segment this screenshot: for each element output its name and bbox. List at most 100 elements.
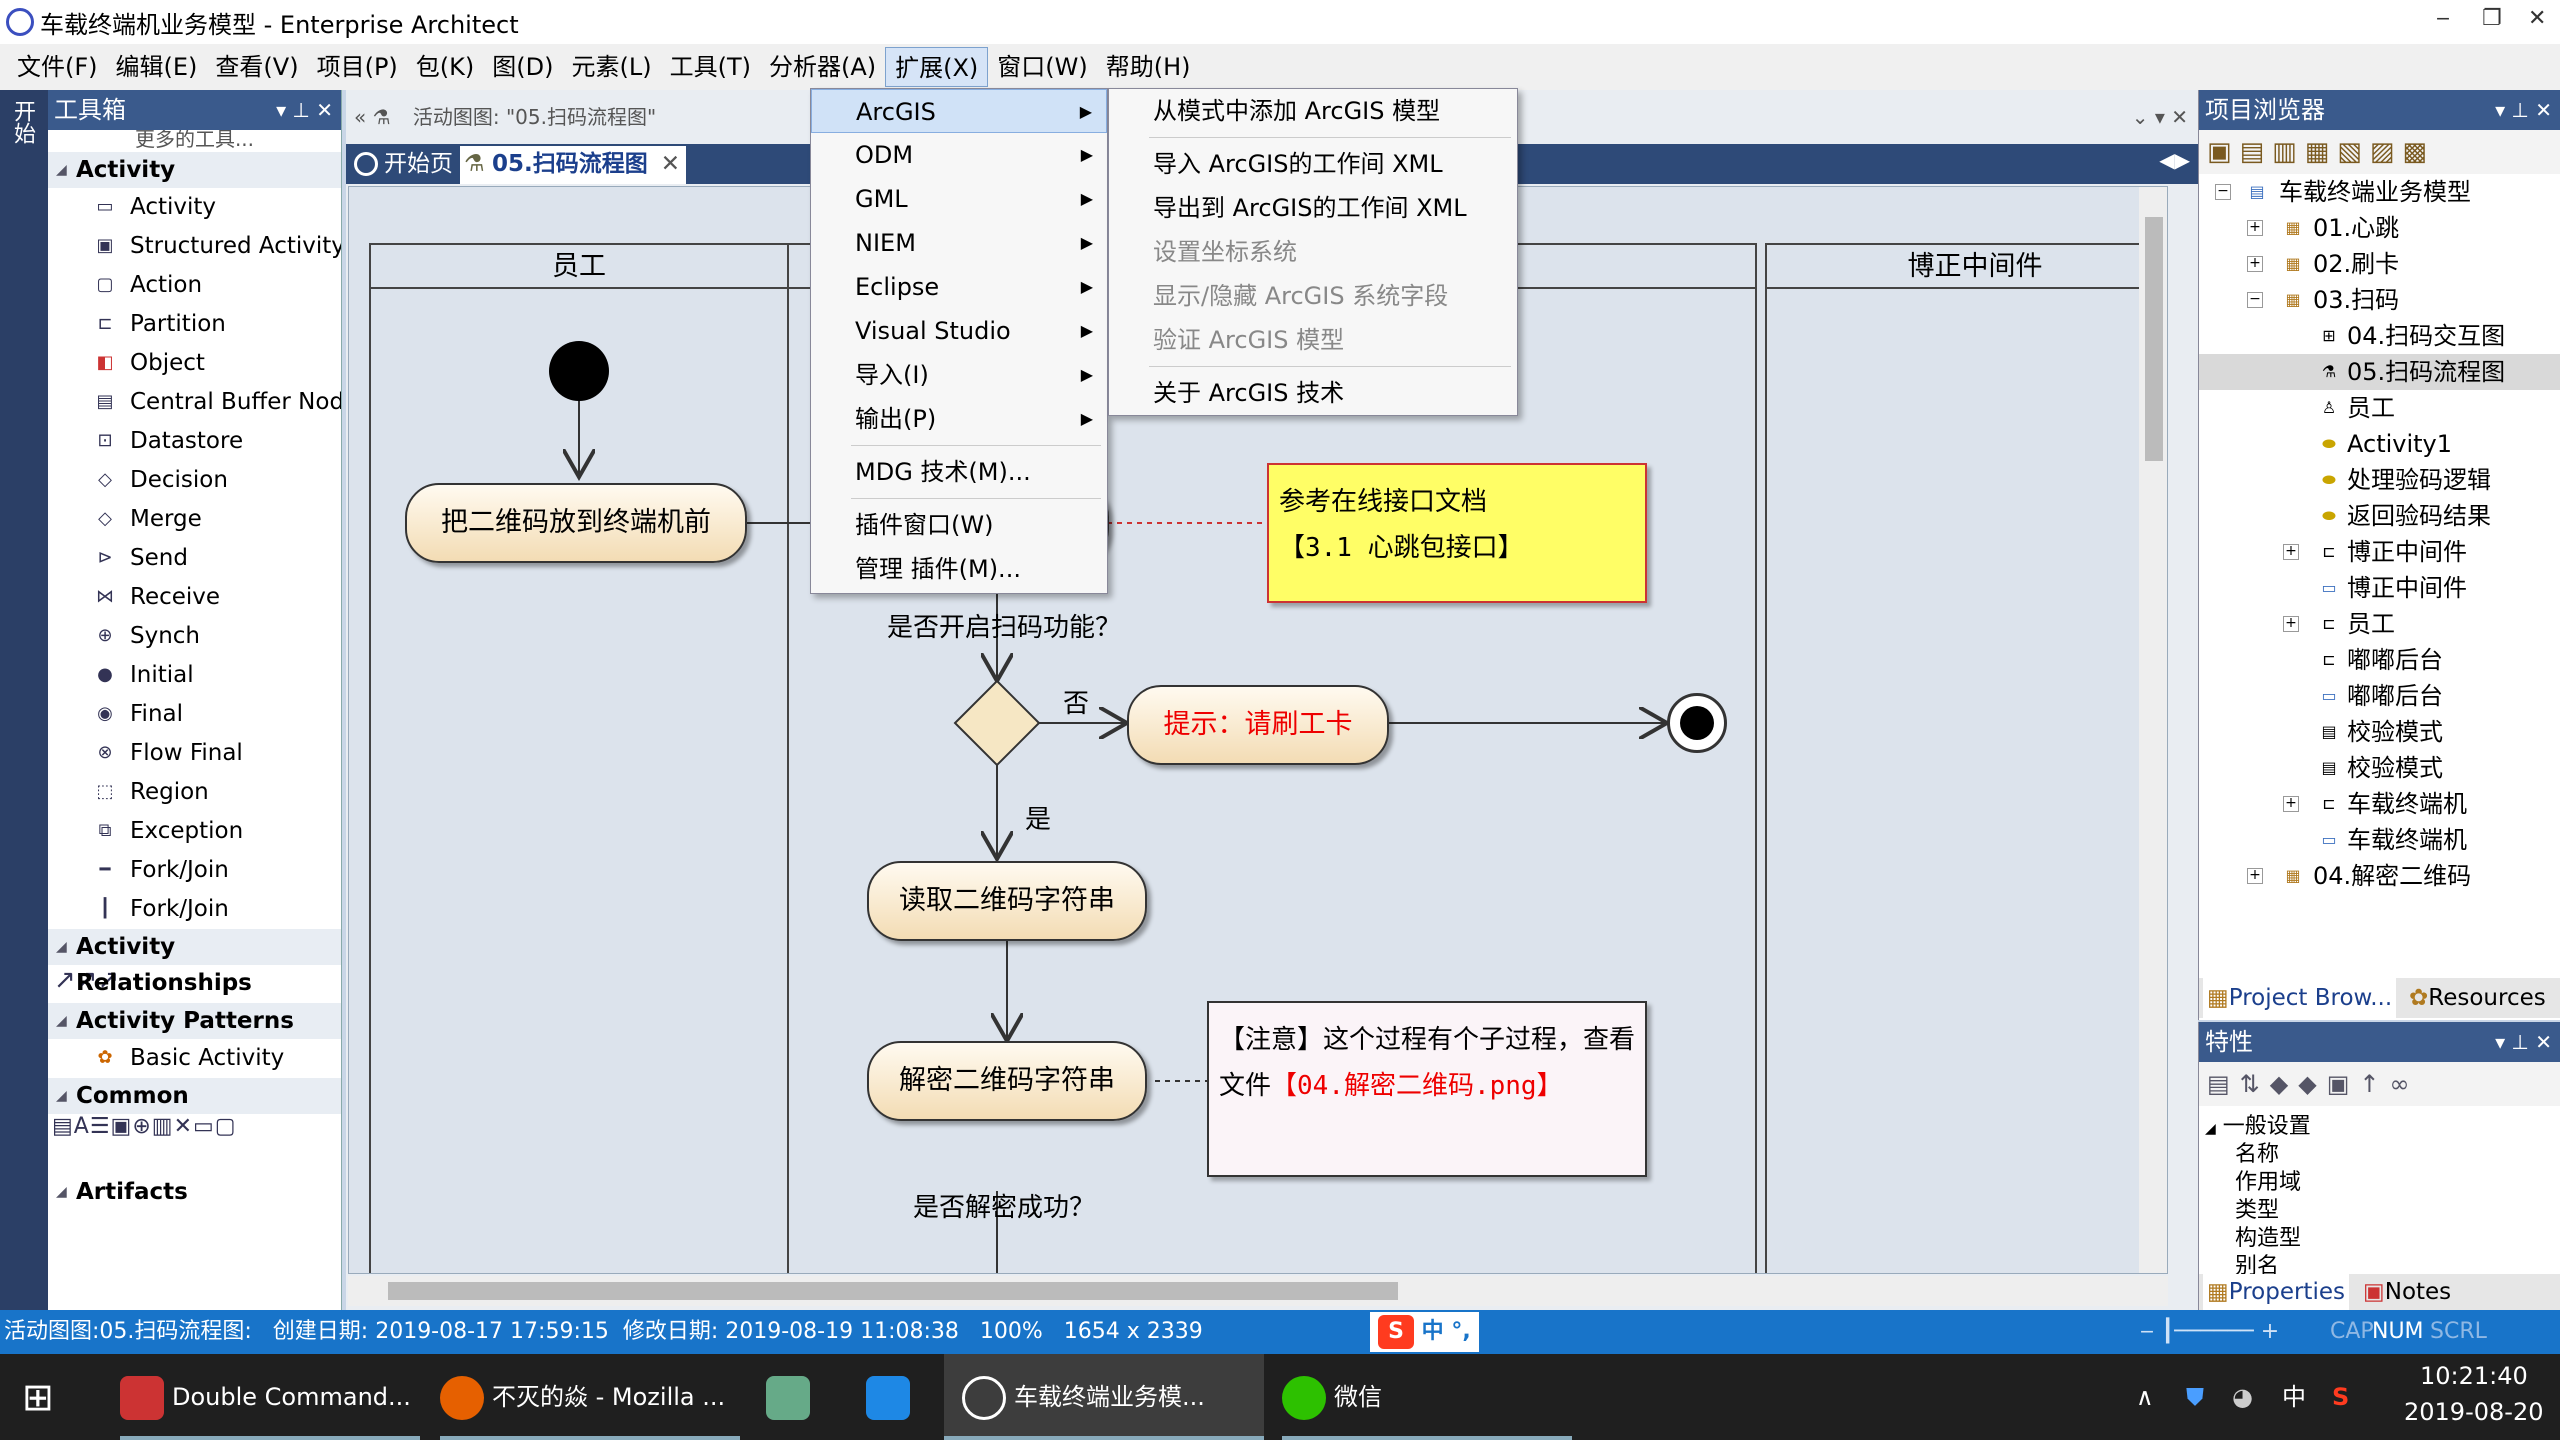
- tab-notes[interactable]: ▣Notes: [2363, 1279, 2452, 1305]
- submenu-item-export-xml[interactable]: 导出到 ArcGIS的工作间 XML: [1153, 194, 1467, 222]
- tray-language[interactable]: 中: [2282, 1383, 2306, 1411]
- ime-indicator[interactable]: S 中 °,: [1370, 1312, 1479, 1352]
- swimlane-bozheng[interactable]: 博正中间件: [1765, 243, 2167, 1273]
- toolbox-section-relationships[interactable]: Activity Relationships: [48, 929, 341, 996]
- menu-edit[interactable]: 编辑(E): [115, 53, 198, 81]
- menu-item-export[interactable]: 输出(P)▶: [811, 397, 1107, 441]
- toolbox-section-activity[interactable]: Activity: [48, 152, 341, 188]
- taskbar-app-wechat[interactable]: 微信: [1282, 1354, 1572, 1440]
- menu-element[interactable]: 元素(L): [571, 53, 652, 81]
- expand-icon[interactable]: +: [2283, 544, 2299, 560]
- expand-icon[interactable]: +: [2283, 616, 2299, 632]
- toolbox-item-structured-activity[interactable]: ▣Structured Activity: [48, 227, 341, 266]
- tree-node-scan[interactable]: −▦03.扫码: [2199, 282, 2560, 318]
- menu-tools[interactable]: 工具(T): [669, 53, 751, 81]
- minimize-button[interactable]: ‒: [2436, 6, 2450, 31]
- start-side-tab[interactable]: 开始: [0, 90, 48, 1310]
- project-browser-toolbar[interactable]: ▣▤▥▦▧▨▩: [2199, 130, 2560, 174]
- tray-overflow-icon[interactable]: ∧: [2136, 1383, 2154, 1411]
- tree-node-employee-partition[interactable]: +⊏员工: [2199, 606, 2560, 642]
- tree-node-scan-flow[interactable]: ⚗05.扫码流程图: [2199, 354, 2560, 390]
- tab-scroll-arrows[interactable]: ◀▶: [2159, 148, 2190, 172]
- scroll-thumb[interactable]: [2145, 217, 2163, 461]
- note-interface-doc[interactable]: 参考在线接口文档 【3.1 心跳包接口】: [1267, 463, 1647, 603]
- tab-resources[interactable]: ✿Resources: [2409, 985, 2546, 1011]
- menu-item-niem[interactable]: NIEM▶: [811, 221, 1107, 265]
- toolbox-item-final[interactable]: ◉Final: [48, 695, 341, 734]
- close-button[interactable]: ✕: [2528, 6, 2547, 31]
- toolbox-item-fork-join-v[interactable]: ┃Fork/Join: [48, 890, 341, 929]
- scroll-thumb[interactable]: [388, 1282, 1398, 1300]
- properties-toolbar[interactable]: ▤⇅◆◆▣↑∞: [2199, 1062, 2560, 1106]
- tree-node-terminal-lifeline[interactable]: ▭车载终端机: [2199, 822, 2560, 858]
- activity-read-qr-string[interactable]: 读取二维码字符串: [867, 861, 1147, 941]
- toolbox-item-send[interactable]: ⊳Send: [48, 539, 341, 578]
- toolbox-item-exception[interactable]: ⧉Exception: [48, 812, 341, 851]
- menu-item-import[interactable]: 导入(I)▶: [811, 353, 1107, 397]
- submenu-item-import-xml[interactable]: 导入 ArcGIS的工作间 XML: [1153, 150, 1443, 178]
- menu-analyzer[interactable]: 分析器(A): [768, 53, 877, 81]
- toolbox-item-activity[interactable]: ▭Activity: [48, 188, 341, 227]
- tray-sogou-icon[interactable]: S: [2332, 1383, 2350, 1411]
- tab-properties[interactable]: ▦Properties: [2203, 1274, 2349, 1310]
- tree-node-process-logic[interactable]: ⬬处理验码逻辑: [2199, 462, 2560, 498]
- menu-diagram[interactable]: 图(D): [492, 53, 554, 81]
- swimlane-employee[interactable]: 员工: [369, 243, 789, 1273]
- clock-date[interactable]: 2019-08-20: [2404, 1398, 2544, 1426]
- submenu-item-about-arcgis[interactable]: 关于 ArcGIS 技术: [1153, 379, 1345, 407]
- tree-node-activity1[interactable]: ⬬Activity1: [2199, 426, 2560, 462]
- tree-node-terminal-partition[interactable]: +⊏车载终端机: [2199, 786, 2560, 822]
- tree-node-middleware-partition[interactable]: +⊏博正中间件: [2199, 534, 2560, 570]
- menu-item-addin-window[interactable]: 插件窗口(W): [855, 511, 994, 539]
- toolbox-item-initial[interactable]: ●Initial: [48, 656, 341, 695]
- toolbox-item-object[interactable]: ◧Object: [48, 344, 341, 383]
- menu-extend[interactable]: 扩展(X): [885, 47, 989, 87]
- taskbar-app-notes[interactable]: [866, 1354, 918, 1440]
- tree-node-employee[interactable]: ♙员工: [2199, 390, 2560, 426]
- toolbox-item-fork-join-h[interactable]: ━Fork/Join: [48, 851, 341, 890]
- toolbox-item-merge[interactable]: ◇Merge: [48, 500, 341, 539]
- final-node[interactable]: [1667, 693, 1727, 753]
- tree-node-dudu-backend-lifeline[interactable]: ▭嘟嘟后台: [2199, 678, 2560, 714]
- menu-project[interactable]: 项目(P): [316, 53, 398, 81]
- menu-package[interactable]: 包(K): [415, 53, 475, 81]
- tree-node-validation-mode[interactable]: ▤校验模式: [2199, 714, 2560, 750]
- toolbox-pane-controls[interactable]: ▾ ⊥ ✕: [276, 98, 333, 122]
- tab-diagram[interactable]: ⚗ 05.扫码流程图 ✕: [460, 146, 686, 184]
- menu-item-mdg-tech[interactable]: MDG 技术(M)...: [855, 458, 1031, 486]
- tree-node-scan-interaction[interactable]: ⊞04.扫码交互图: [2199, 318, 2560, 354]
- toolbox-item-region[interactable]: ⬚Region: [48, 773, 341, 812]
- taskbar-app-firefox[interactable]: 不灭的焱 - Mozilla ...: [440, 1354, 740, 1440]
- breadcrumb-nav-icon[interactable]: « ⚗: [354, 105, 391, 129]
- collapse-icon[interactable]: −: [2215, 184, 2231, 200]
- canvas-horizontal-scrollbar[interactable]: [348, 1276, 2168, 1306]
- activity-place-qr[interactable]: 把二维码放到终端机前: [405, 483, 747, 563]
- taskbar-app-chart[interactable]: [766, 1354, 818, 1440]
- tab-close-icon[interactable]: ✕: [660, 151, 680, 177]
- tab-start-page[interactable]: 开始页: [352, 146, 453, 182]
- tree-node-return-result[interactable]: ⬬返回验码结果: [2199, 498, 2560, 534]
- toolbox-item-basic-activity[interactable]: ✿Basic Activity: [48, 1039, 341, 1078]
- property-group[interactable]: ◢ 一般设置: [2205, 1114, 2311, 1139]
- menu-item-eclipse[interactable]: Eclipse▶: [811, 265, 1107, 309]
- restore-button[interactable]: ❐: [2482, 6, 2502, 31]
- zoom-slider[interactable]: ‒ ┃────── +: [2140, 1319, 2280, 1344]
- tree-node-middleware-lifeline[interactable]: ▭博正中间件: [2199, 570, 2560, 606]
- toolbox-item-partition[interactable]: ⊏Partition: [48, 305, 341, 344]
- taskbar-app-ea[interactable]: 车载终端业务模...: [944, 1354, 1264, 1440]
- toolbox-item-action[interactable]: ▢Action: [48, 266, 341, 305]
- submenu-item-add-arcgis-model[interactable]: 从模式中添加 ArcGIS 模型: [1153, 97, 1441, 125]
- toolbox-item-flow-final[interactable]: ⊗Flow Final: [48, 734, 341, 773]
- toolbox-section-artifacts[interactable]: Artifacts: [48, 1174, 341, 1210]
- tray-wechat-icon[interactable]: ◕: [2232, 1383, 2253, 1411]
- tab-project-browser[interactable]: ▦Project Brow...: [2203, 978, 2397, 1018]
- expand-icon[interactable]: +: [2247, 220, 2263, 236]
- common-tools-icon[interactable]: ▤A☰▣⊕▥✕▭▢: [52, 1114, 237, 1139]
- expand-icon[interactable]: +: [2247, 868, 2263, 884]
- taskbar-app-double-commander[interactable]: Double Command...: [120, 1354, 420, 1440]
- tree-node-dudu-backend-partition[interactable]: ⊏嘟嘟后台: [2199, 642, 2560, 678]
- toolbox-more-tools[interactable]: 更多的工具...: [134, 130, 255, 151]
- menu-file[interactable]: 文件(F): [17, 53, 98, 81]
- collapse-icon[interactable]: −: [2247, 292, 2263, 308]
- clock-time[interactable]: 10:21:40: [2420, 1362, 2528, 1390]
